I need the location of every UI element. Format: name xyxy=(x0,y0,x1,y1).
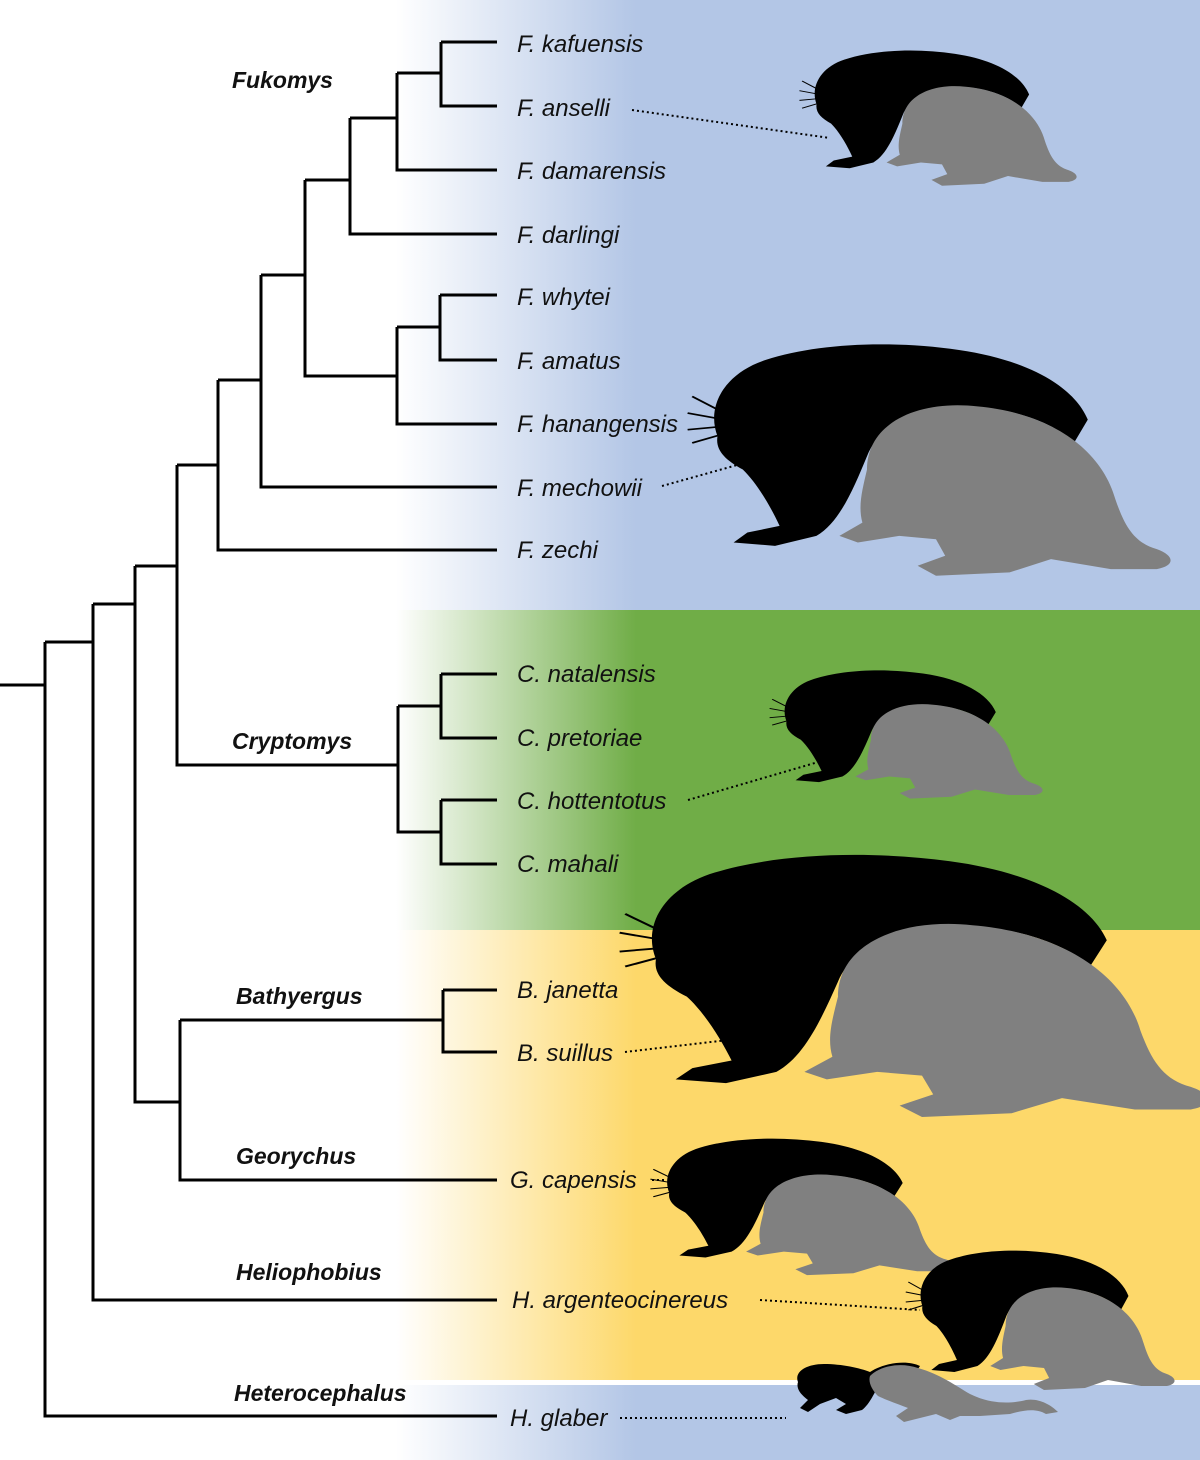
species-label-argenteocinereus: H. argenteocinereus xyxy=(512,1287,728,1314)
species-label-anselli: F. anselli xyxy=(517,95,611,122)
species-label-suillus: B. suillus xyxy=(517,1040,613,1067)
species-label-capensis: G. capensis xyxy=(510,1167,637,1194)
genus-label-cryptomys: Cryptomys xyxy=(232,728,352,754)
genus-label-bathyergus: Bathyergus xyxy=(236,983,363,1009)
species-label-darlingi: F. darlingi xyxy=(517,222,620,249)
genus-label-fukomys: Fukomys xyxy=(232,67,333,93)
genus-label-heterocephalus: Heterocephalus xyxy=(234,1380,407,1406)
heterocephalus-band xyxy=(0,1385,1200,1460)
species-label-natalensis: C. natalensis xyxy=(517,661,656,688)
species-label-whytei: F. whytei xyxy=(517,284,611,311)
species-label-amatus: F. amatus xyxy=(517,348,621,375)
species-label-kafuensis: F. kafuensis xyxy=(517,31,643,58)
species-label-mahali: C. mahali xyxy=(517,851,619,878)
species-label-hanangensis: F. hanangensis xyxy=(517,411,678,438)
naked-mole-rat-silhouette-glaber xyxy=(797,1362,1058,1422)
species-label-pretoriae: C. pretoriae xyxy=(517,725,642,752)
genus-label-heliophobius: Heliophobius xyxy=(236,1259,382,1285)
leader-lines xyxy=(620,109,921,1419)
tree-branches xyxy=(0,40,497,1418)
species-label-damarensis: F. damarensis xyxy=(517,158,666,185)
species-label-mechowii: F. mechowii xyxy=(517,475,643,502)
species-label-zechi: F. zechi xyxy=(517,537,599,564)
species-label-janetta: B. janetta xyxy=(517,977,618,1004)
species-label-glaber: H. glaber xyxy=(510,1405,608,1432)
species-label-hottentotus: C. hottentotus xyxy=(517,788,666,815)
genus-label-georychus: Georychus xyxy=(236,1143,356,1169)
